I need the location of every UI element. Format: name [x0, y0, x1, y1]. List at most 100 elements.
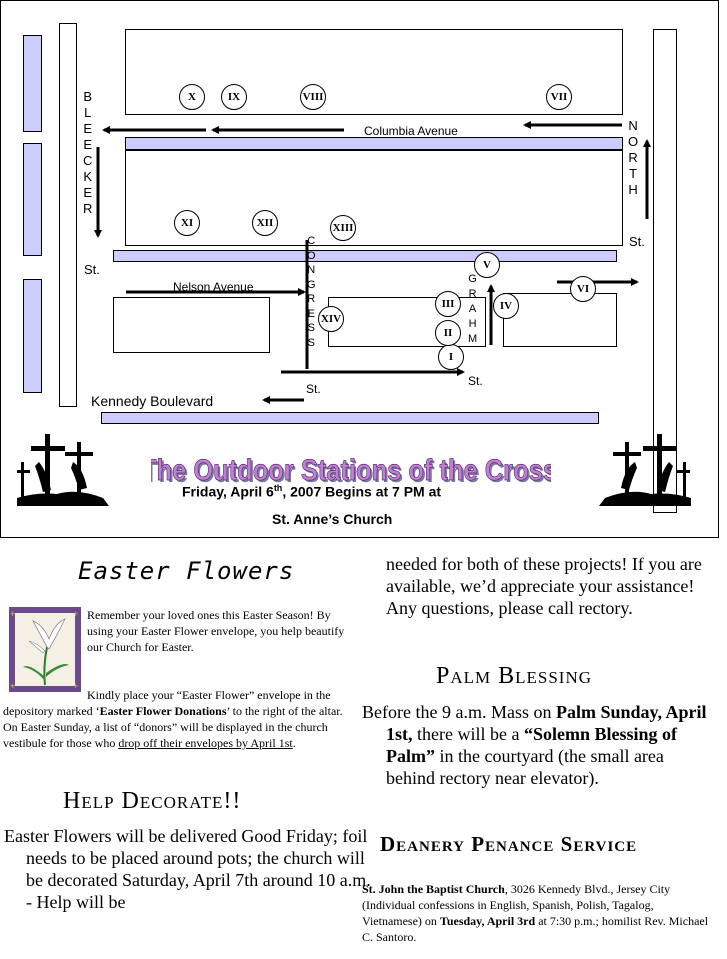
city-block-middle [125, 150, 623, 246]
congress-letter: N [307, 264, 316, 276]
congress-suffix: St. [306, 382, 321, 396]
graham-letter: H [468, 318, 477, 330]
north-street-bar [653, 29, 677, 513]
station-vii: VII [546, 84, 572, 110]
north-letter: T [629, 166, 638, 181]
station-iii: III [435, 291, 461, 317]
city-block-top [125, 29, 623, 115]
palm-blessing-text: Before the 9 a.m. Mass on Palm Sunday, A… [362, 701, 710, 789]
congress-letter: R [307, 293, 316, 305]
bleecker-letter: K [83, 169, 93, 184]
station-x: X [179, 84, 205, 110]
svg-text:+: + [10, 609, 15, 619]
station-xiii: XIII [330, 215, 356, 241]
palm-text-1: Before the 9 a.m. Mass on [362, 702, 556, 722]
bleecker-letter: L [84, 105, 92, 120]
station-vi: VI [570, 276, 596, 302]
stations-title: The Outdoor Stations of the Cross The Ou… [151, 453, 551, 485]
crucifixion-clipart-left [17, 434, 109, 506]
station-ix: IX [221, 84, 247, 110]
congress-letter: G [307, 278, 316, 291]
north-suffix: St. [629, 234, 645, 249]
bleecker-letter: B [83, 89, 93, 104]
palm-bold-1: Palm Sunday, April 1st, [386, 702, 707, 744]
congress-letter: S [307, 322, 315, 334]
station-viii: VIII [300, 84, 326, 110]
station-xi: XI [174, 210, 200, 236]
lily-icon: + + + + [9, 607, 81, 692]
station-xii: XII [252, 210, 278, 236]
kennedy-boulevard-label: Kennedy Boulevard [91, 393, 214, 409]
para2-mid: ’ to the right of the altar. On Easter S… [3, 704, 343, 750]
title-shadow: The Outdoor Stations of the Cross [151, 455, 551, 485]
event-time: Friday, April 6th, 2007 Begins at 7 PM a… [182, 483, 441, 500]
graham-suffix: St. [468, 374, 483, 388]
congress-letter: O [307, 249, 316, 262]
columbia-avenue-strip [125, 137, 623, 150]
columbia-avenue-label: Columbia Avenue [364, 124, 458, 138]
svg-text:+: + [10, 681, 15, 691]
kennedy-boulevard-strip [101, 412, 599, 424]
penance-bold-1: St. John the Baptist Church [362, 882, 505, 896]
bleecker-letter: E [83, 121, 93, 136]
palm-blessing-heading: Palm Blessing [436, 663, 593, 689]
para2-end: . [292, 736, 296, 750]
event-date-prefix: Friday, April 6 [182, 483, 274, 500]
route-arrows [94, 121, 651, 404]
station-i: I [438, 344, 464, 370]
para2-bold: Easter Flower Donations [99, 704, 227, 718]
easter-flowers-para1: Remember your loved ones this Easter Sea… [87, 608, 345, 654]
congress-letter: S [307, 336, 315, 349]
city-block-lower-left [113, 297, 270, 353]
graham-letter: M [468, 333, 478, 345]
help-decorate-continued: needed for both of these projects! If yo… [386, 554, 702, 618]
station-xiv: XIV [318, 306, 344, 332]
bleecker-letter: C [83, 153, 93, 168]
penance-text-1: , 3026 Kennedy Blvd., Jersey City (Indiv… [362, 882, 671, 928]
penance-text: St. John the Baptist Church, 3026 Kenned… [362, 881, 712, 945]
bleecker-suffix: St. [84, 262, 100, 277]
svg-text:+: + [73, 609, 78, 619]
svg-text:+: + [73, 681, 78, 691]
easter-flowers-heading: Easter Flowers [78, 557, 295, 585]
crucifixion-clipart-right [599, 434, 691, 506]
north-letter: O [628, 134, 639, 149]
title-text: The Outdoor Stations of the Cross [151, 453, 551, 485]
map-left-strip [23, 279, 42, 393]
congress-letter: E [307, 307, 315, 320]
para2-start: Kindly place your “Easter Flower” envelo… [3, 688, 331, 718]
map-left-strip [23, 143, 42, 256]
penance-heading: Deanery Penance Service [380, 832, 638, 856]
bleecker-letter: R [83, 201, 93, 216]
palm-text-3: in the courtyard (the small area behind … [386, 746, 664, 788]
palm-text-2: there will be a [412, 724, 524, 744]
palm-bold-2: “Solemn Blessing of Palm” [386, 724, 677, 766]
congress-letter: C [307, 235, 316, 247]
penance-text-2: at 7:30 p.m.; homilist Rev. Michael C. S… [362, 914, 709, 944]
graham-letter: A [468, 303, 477, 315]
graham-letter: R [468, 288, 477, 300]
station-v: V [474, 252, 500, 278]
para2-underline: drop off their envelopes by April 1st [118, 736, 293, 750]
bleecker-letter: E [83, 137, 93, 152]
north-letter: H [628, 182, 638, 197]
easter-flowers-para2: Kindly place your “Easter Flower” envelo… [3, 687, 345, 751]
city-block-lower-right [503, 293, 617, 347]
help-decorate-heading: Help Decorate!! [63, 788, 242, 814]
bleecker-letter: E [83, 185, 93, 200]
event-location: St. Anne’s Church [272, 511, 393, 527]
graham-letter: G [468, 273, 477, 285]
bleecker-street-bar [59, 23, 77, 407]
help-decorate-text: Easter Flowers will be delivered Good Fr… [4, 826, 371, 912]
penance-bold-2: Tuesday, April 3rd [439, 914, 536, 928]
station-ii: II [435, 320, 461, 346]
north-letter: R [628, 150, 638, 165]
station-iv: IV [493, 293, 519, 319]
nelson-avenue-label: Nelson Avenue [173, 280, 254, 294]
map-left-strip [23, 35, 42, 132]
